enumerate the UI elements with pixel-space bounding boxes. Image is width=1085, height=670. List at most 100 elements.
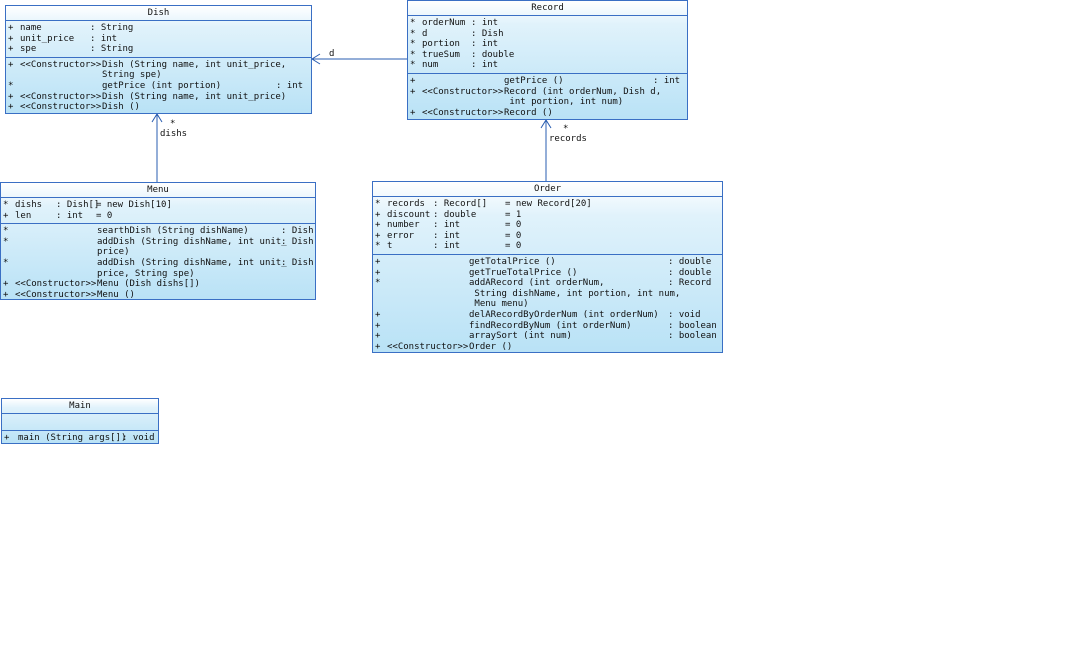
operation-stereo: <<Constructor>> [387,341,469,352]
attribute-row: +unit_price: int [6,34,311,45]
class-name: Menu [1,183,315,198]
attribute-init: = new Dish[10] [96,200,172,210]
operation-sig: getTrueTotalPrice () [469,267,578,278]
operation-sig: Record (int orderNum, Dish d, [504,86,662,97]
class-name: Main [2,399,158,414]
attribute-row: *d: Dish [408,29,687,40]
attribute-row: +len: int= 0 [1,211,315,222]
attribute-init: = new Record[20] [505,199,592,209]
operation-row: *searthDish (String dishName): Dish [1,226,315,237]
attribute-type: : double [433,209,477,220]
operation-row: +arraySort (int num): boolean [373,331,722,342]
operation-row: price) [1,247,315,258]
operation-sig: Menu menu) [469,299,529,310]
operation-compartment: *searthDish (String dishName): Dish*addD… [1,223,315,302]
attribute-row: *num: int [408,60,687,71]
operation-stereo: <<Constructor>> [422,86,504,97]
operation-sig: addARecord (int orderNum, [469,278,605,289]
operation-type: : void [122,433,155,443]
attribute-init: = 0 [505,241,522,252]
class-dish[interactable]: Dish+name: String+unit_price: int+spe: S… [5,5,312,114]
order-record-multiplicity-label: * [563,124,569,134]
operation-row: +<<Constructor>>Menu (Dish dishs[]) [1,279,315,290]
operation-row: +getPrice (): int [408,76,687,87]
attribute-name: len [15,210,32,221]
operation-vis: + [8,91,14,102]
attribute-name: trueSum [422,49,460,60]
operation-type: : boolean [668,320,717,331]
operation-sig: Dish (String name, int unit_price, [102,59,287,70]
operation-row: +<<Constructor>>Dish (String name, int u… [6,92,311,103]
class-main[interactable]: Main+main (String args[]): void [1,398,159,444]
attribute-vis: + [375,209,381,220]
operation-vis: + [410,86,416,97]
attribute-compartment [2,414,158,430]
attribute-vis: * [410,60,416,71]
operation-vis: * [3,226,9,237]
attribute-type: : int [90,33,118,44]
operation-compartment: +<<Constructor>>Dish (String name, int u… [6,56,311,115]
attribute-type: : Record[] [433,199,488,209]
operation-sig: findRecordByNum (int orderNum) [469,320,632,331]
operation-vis: + [375,267,381,278]
operation-row: +<<Constructor>>Dish () [6,102,311,113]
operation-vis: + [410,75,416,86]
operation-sig: getPrice () [504,75,564,86]
attribute-vis: + [375,220,381,231]
operation-compartment: + getTotalPrice () : double + getTrueTotalPr… [373,253,722,354]
attribute-name: records [387,199,425,209]
class-record[interactable]: Record*orderNum: int*d: Dish*portion: in… [407,0,688,120]
operation-sig: String spe) [102,70,162,81]
operation-sig: int portion, int num) [504,97,624,108]
attribute-type: : int [471,60,499,71]
operation-vis: + [410,107,416,118]
attribute-init: = 0 [505,220,522,231]
operation-stereo: <<Constructor>> [15,289,97,300]
attribute-vis: * [375,199,381,209]
operation-vis: + [8,102,14,113]
operation-row: +<<Constructor>>Dish (String name, int u… [6,60,311,71]
operation-vis: * [3,257,9,268]
attribute-vis: * [410,28,416,39]
operation-vis: + [375,256,381,267]
attribute-name: t [387,241,393,252]
operation-vis: + [375,309,381,320]
menu-dish-arrowhead [151,113,163,123]
attribute-compartment: *dishs: Dish[]= new Dish[10]+len: int= 0 [1,198,315,223]
operation-sig: arraySort (int num) [469,331,572,342]
operation-row: +<<Constructor>>Order () [373,342,722,353]
operation-sig: getTotalPrice () [469,256,556,267]
operation-type: : Dish [281,226,314,237]
operation-stereo: <<Constructor>> [422,107,504,118]
class-order[interactable]: Order*records: Record[]= new Record[20]+… [372,181,723,353]
operation-sig: delARecordByOrderNum (int orderNum) [469,309,659,320]
attribute-row: +error: int= 0 [373,231,722,242]
operation-row: Menu menu) [373,299,722,310]
operation-type: : void [668,309,701,320]
operation-row: *getPrice (int portion): int [6,81,311,92]
class-menu[interactable]: Menu*dishs: Dish[]= new Dish[10]+len: in… [0,182,316,300]
attribute-row: +spe: String [6,44,311,55]
attribute-name: dishs [15,200,43,210]
attribute-name: error [387,230,415,241]
attribute-name: number [387,220,420,231]
operation-type: : double [668,267,712,278]
operation-row: +<<Constructor>>Menu () [1,290,315,301]
operation-compartment: +getPrice (): int+<<Constructor>>Record … [408,72,687,120]
attribute-vis: + [8,33,14,44]
operation-vis: + [375,320,381,331]
order-record-arrowhead [540,119,552,129]
operation-type: : double [668,256,712,267]
operation-type: : Record [668,278,712,289]
operation-vis: + [4,433,10,443]
attribute-row: * records : Record[] = new Record[20] [373,199,722,210]
attribute-row: *dishs: Dish[]= new Dish[10] [1,200,315,211]
operation-type: : int [276,80,304,91]
record-dish-arrowhead [311,53,321,65]
operation-sig: Menu (Dish dishs[]) [97,279,200,290]
attribute-name: discount [387,209,431,220]
class-name: Record [408,1,687,16]
operation-stereo: <<Constructor>> [15,279,97,290]
attribute-type: : Dish [471,28,504,39]
